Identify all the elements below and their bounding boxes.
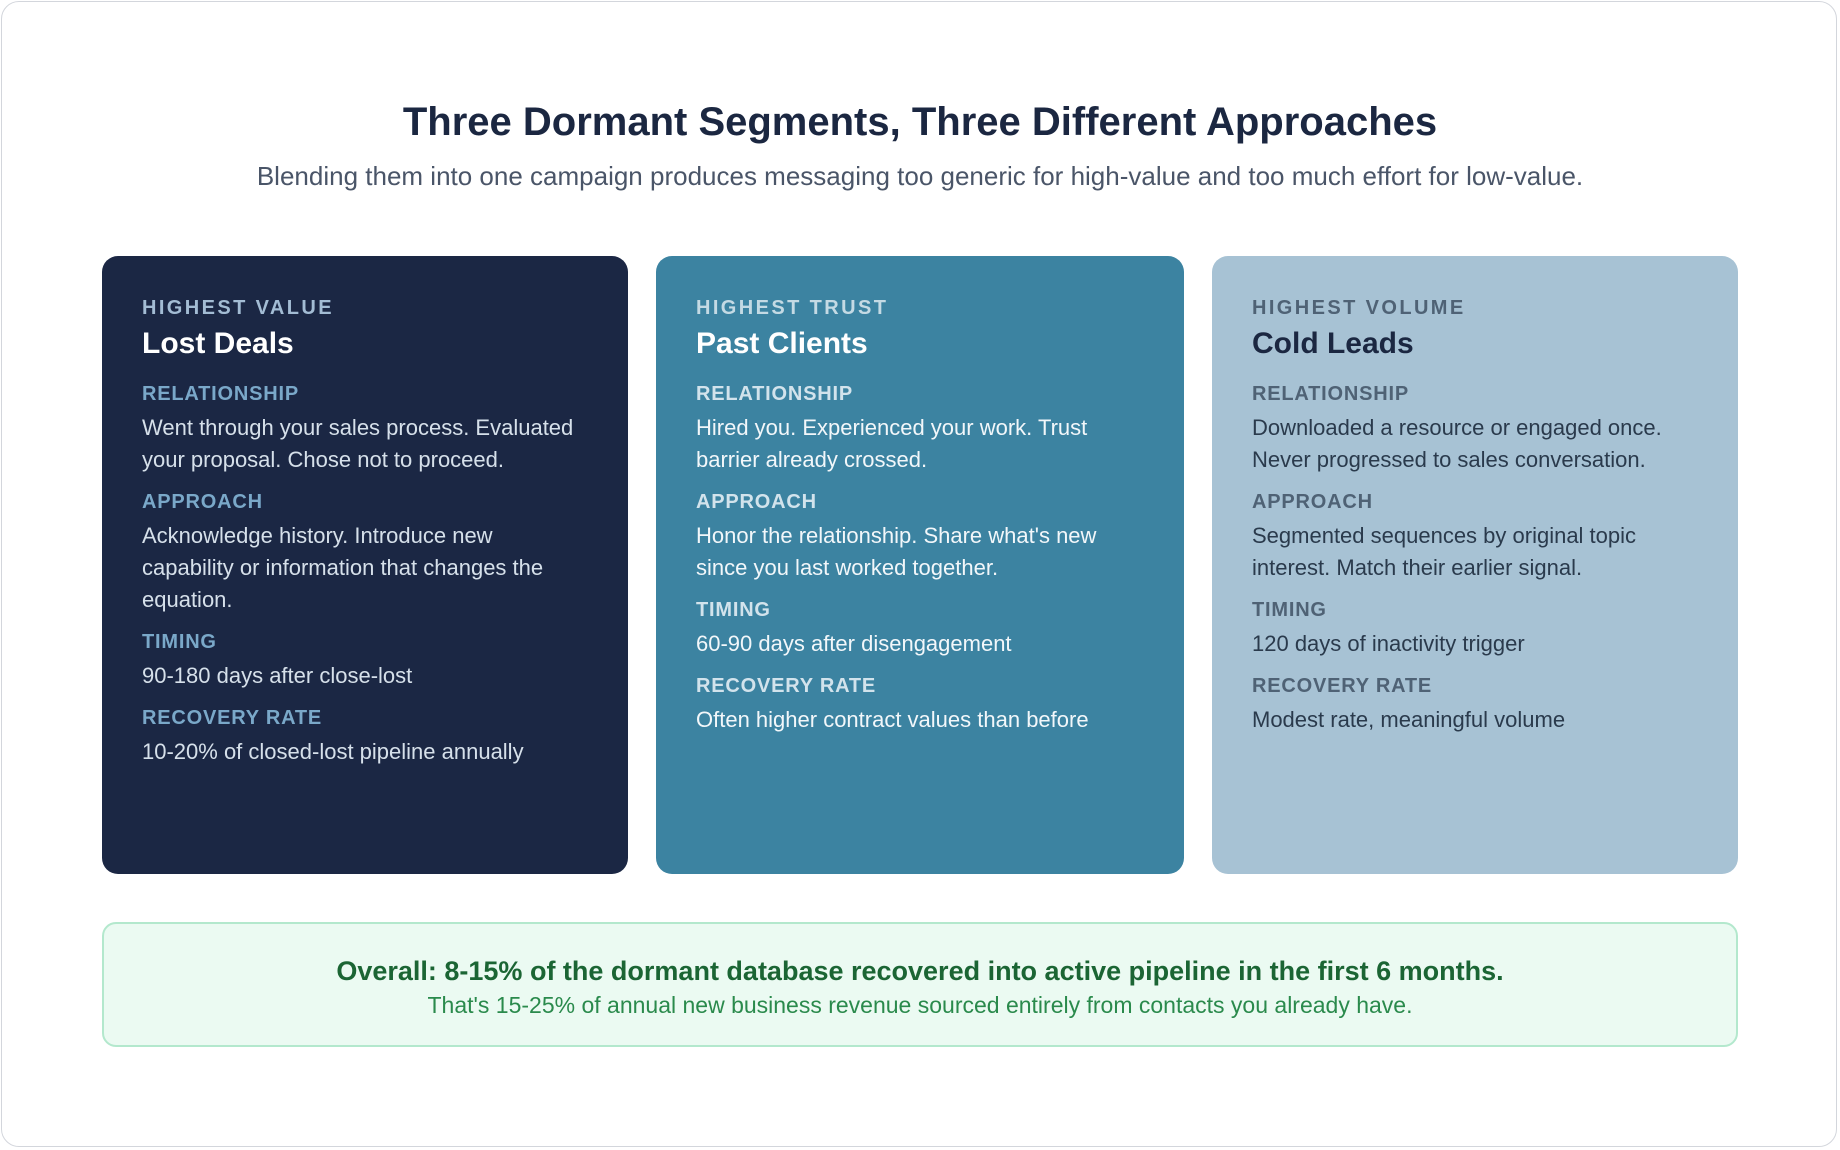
card-title: Cold Leads [1252, 327, 1414, 360]
relationship-label: RELATIONSHIP [696, 383, 854, 405]
segment-card-past-clients: HIGHEST TRUST Past Clients RELATIONSHIP … [656, 256, 1184, 874]
relationship-label: RELATIONSHIP [142, 383, 300, 405]
card-title: Lost Deals [142, 327, 294, 360]
relationship-text: Hired you. Experienced your work. Trust … [696, 415, 1088, 472]
summary-subtext: That's 15-25% of annual new business rev… [427, 992, 1413, 1018]
segment-card-cold-leads: HIGHEST VOLUME Cold Leads RELATIONSHIP D… [1212, 256, 1738, 874]
approach-label: APPROACH [142, 491, 263, 513]
card-title: Past Clients [696, 327, 868, 360]
timing-label: TIMING [696, 599, 771, 621]
recovery-rate-label: RECOVERY RATE [696, 675, 877, 697]
recovery-rate-text: Often higher contract values than before [696, 707, 1089, 732]
summary-headline: Overall: 8-15% of the dormant database r… [336, 956, 1504, 986]
card-eyebrow: HIGHEST VALUE [142, 297, 334, 319]
page-title: Three Dormant Segments, Three Different … [402, 100, 1438, 144]
approach-label: APPROACH [1252, 491, 1373, 513]
recovery-rate-text: 10-20% of closed-lost pipeline annually [142, 739, 524, 764]
relationship-text: Downloaded a resource or engaged once. N… [1252, 415, 1662, 472]
timing-text: 60-90 days after disengagement [696, 631, 1012, 656]
summary-banner: Overall: 8-15% of the dormant database r… [102, 922, 1738, 1047]
approach-text: Segmented sequences by original topic in… [1252, 523, 1637, 580]
card-eyebrow: HIGHEST VOLUME [1252, 297, 1466, 319]
timing-text: 90-180 days after close-lost [142, 663, 413, 688]
timing-label: TIMING [1252, 599, 1327, 621]
card-eyebrow: HIGHEST TRUST [696, 297, 889, 319]
recovery-rate-label: RECOVERY RATE [142, 707, 323, 729]
relationship-text: Went through your sales process. Evaluat… [142, 415, 574, 472]
relationship-label: RELATIONSHIP [1252, 383, 1410, 405]
timing-label: TIMING [142, 631, 217, 653]
page-subtitle: Blending them into one campaign produces… [256, 161, 1584, 191]
approach-text: Honor the relationship. Share what's new… [696, 523, 1097, 580]
approach-text: Acknowledge history. Introduce new capab… [142, 523, 544, 612]
recovery-rate-text: Modest rate, meaningful volume [1252, 707, 1566, 732]
segment-card-lost-deals: HIGHEST VALUE Lost Deals RELATIONSHIP We… [102, 256, 628, 874]
timing-text: 120 days of inactivity trigger [1252, 631, 1525, 656]
approach-label: APPROACH [696, 491, 817, 513]
recovery-rate-label: RECOVERY RATE [1252, 675, 1433, 697]
